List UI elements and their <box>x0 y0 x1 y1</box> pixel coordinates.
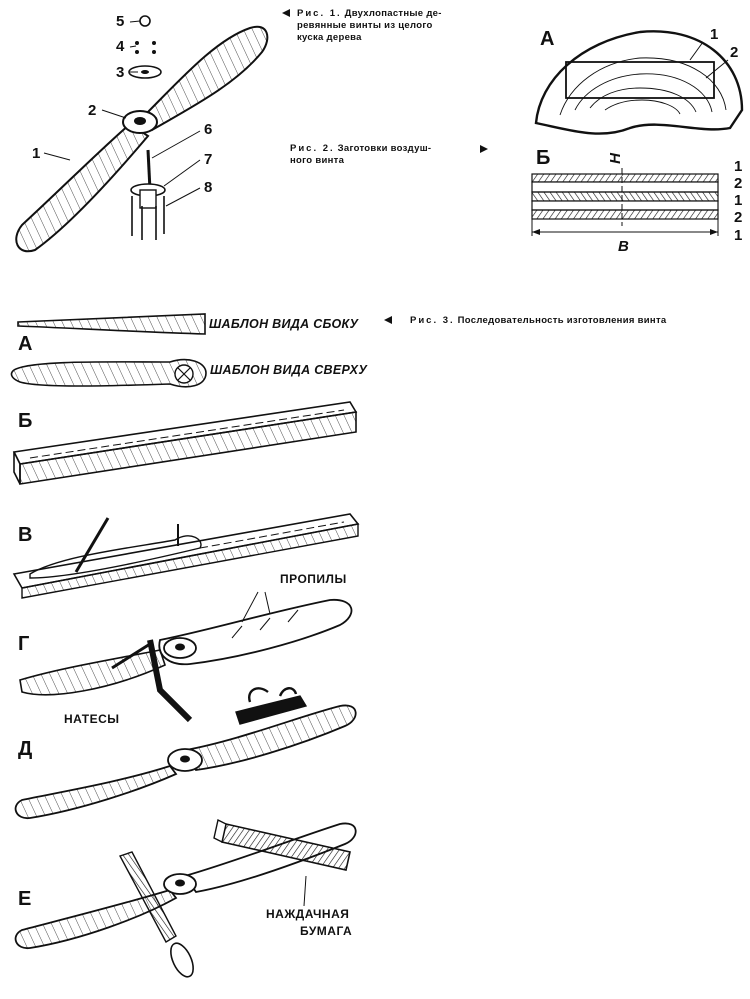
fig2-caption-arrow <box>480 145 488 153</box>
template-top-label: ШАБЛОН ВИДА СВЕРХУ <box>210 363 368 377</box>
fig3-caption-arrow <box>384 316 392 324</box>
fig3-caption-lead: Рис. 3. <box>410 315 455 326</box>
fig1-part-label: 1 <box>32 145 41 162</box>
fig2-b-layer-label: 1 <box>734 192 743 209</box>
fig3-step-letter: Б <box>18 410 33 432</box>
fig2-b-layer-label: 1 <box>734 227 743 244</box>
fig1-caption: Рис. 1. Двухлопастные де- ревянные винты… <box>297 8 482 44</box>
fig3-finishing-drawing <box>14 818 357 978</box>
fig3-step-letter: Д <box>18 738 33 760</box>
sandpaper-label-line2: БУМАГА <box>300 924 353 938</box>
fig3-step-letter: Г <box>18 633 30 655</box>
fig1-part-label: 6 <box>204 121 213 138</box>
fig2-laminated-blank-drawing <box>531 168 719 236</box>
fig2-panel-b-letter: Б <box>536 147 551 169</box>
fig2-a-label: 1 <box>710 26 719 43</box>
fig3-caption-text: Последовательность изготовления винта <box>457 315 667 326</box>
fig2-caption-lead: Рис. 2. <box>290 143 335 154</box>
fig1-caption-arrow <box>282 9 290 17</box>
fig2-caption-line2: ного винта <box>290 155 345 166</box>
fig1-part-label: 7 <box>204 151 213 168</box>
fig3-step-letter: Е <box>18 888 32 910</box>
fig2-panel-a-letter: А <box>540 28 555 50</box>
fig3-plank-drawing <box>12 401 358 485</box>
fig2-dim-b: B <box>618 238 629 255</box>
fig1-caption-lead: Рис. 1. <box>297 8 342 19</box>
fig2-b-layer-label: 2 <box>734 209 743 226</box>
fig2-caption-line1: Заготовки воздуш- <box>337 143 432 154</box>
fig1-propeller-drawing <box>15 15 269 253</box>
fig3-templates-drawing <box>10 313 207 388</box>
fig3-marking-drawing <box>12 513 360 599</box>
fig3-planing-drawing <box>14 687 357 819</box>
fig1-part-label: 3 <box>116 64 125 81</box>
fig3-rough-cut-drawing <box>19 591 353 723</box>
fig1-part-label: 8 <box>204 179 213 196</box>
fig2-b-layer-label: 2 <box>734 175 743 192</box>
fig3-step-letter: В <box>18 524 33 546</box>
fig1-caption-line1: Двухлопастные де- <box>344 8 442 19</box>
chips-label: НАТЕСЫ <box>64 712 120 726</box>
template-side-label: ШАБЛОН ВИДА СБОКУ <box>209 317 359 331</box>
saw-cuts-label: ПРОПИЛЫ <box>280 572 347 586</box>
fig1-caption-line2: ревянные винты из целого <box>297 20 433 31</box>
fig3-caption: Рис. 3. Последовательность изготовления … <box>410 315 740 327</box>
fig1-part-label: 2 <box>88 102 97 119</box>
fig2-a-label: 2 <box>730 44 739 61</box>
fig2-log-section-drawing <box>534 30 744 135</box>
fig2-dim-h: H <box>606 153 624 164</box>
fig1-caption-line3: куска дерева <box>297 32 362 43</box>
sandpaper-label-line1: НАЖДАЧНАЯ <box>266 907 350 921</box>
fig3-step-letter: А <box>18 333 33 355</box>
fig1-part-label: 5 <box>116 13 125 30</box>
fig2-b-layer-label: 1 <box>734 158 743 175</box>
fig1-part-label: 4 <box>116 38 125 55</box>
fig2-caption: Рис. 2. Заготовки воздуш- ного винта <box>290 143 480 167</box>
